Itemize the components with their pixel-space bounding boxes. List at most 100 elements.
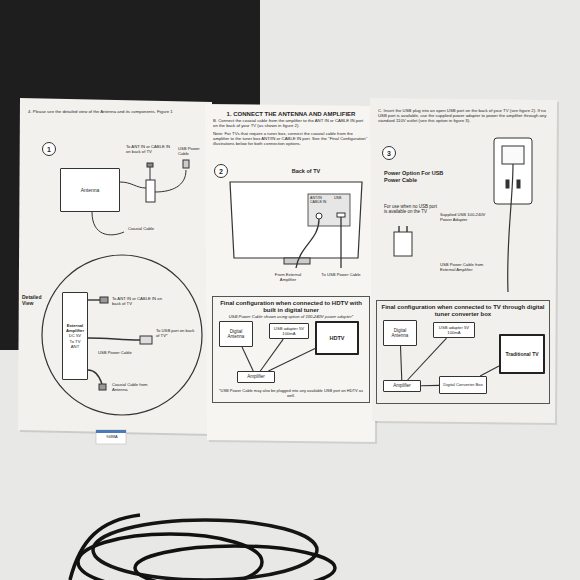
callout-label: USB Power Cable from External Amplifier [440,262,496,272]
sticker-strip [96,430,126,433]
f-connector [147,163,153,167]
cable [70,515,140,580]
coaxial-cable [88,299,100,300]
callout-label: 9488A [99,435,125,440]
node-text: DC 5V [69,333,81,338]
coaxial-cable [150,167,151,180]
usb-cable [340,217,341,268]
callout-label: USB Power Cable [178,146,208,156]
outlet-socket [506,180,509,188]
node-text: To TV [70,339,81,344]
callout-label: Supplied USB 100-240V Power Adapter [440,212,488,222]
usb-cable [155,170,186,192]
manual-page [18,98,212,434]
cable-connector [260,339,283,371]
amplifier-box: Amplifier [383,380,421,392]
amplifier-box: External AmplifierDC 5VTo TVANT [62,292,88,380]
callout-label: Coaxial Cable from Antenna [112,382,158,392]
node-text: Traditional TV [505,351,538,357]
tv-box: Traditional TV [499,334,545,374]
tv-box: HDTV [315,321,359,355]
node-text: Note: For TVs that require a tuner box, … [213,131,369,146]
node-text: *USB Power Cable may also be plugged int… [216,389,366,399]
adapter-prongs [399,226,407,232]
coaxial-cable [120,182,146,188]
cable-connector [400,346,401,380]
usb-port [337,213,345,217]
outlet-socket [517,180,520,188]
detail-circle [42,255,202,415]
amplifier-box: Amplifier [237,371,275,383]
callout-label: USB [334,196,348,200]
configuration-panel: Final configuration when connected to TV… [376,300,550,404]
coaxial-cable [92,212,124,235]
sticker [96,430,126,444]
configuration-panel: Final configuration when connected to HD… [212,296,370,403]
step-number-text: 1 [47,146,51,153]
callout-label: ANT/IN CABLE IN [310,196,330,205]
amplifier-drawing [146,180,155,202]
node-text: HDTV [330,335,345,342]
converter-box: Digital Converter Box [439,376,487,394]
callout-label: USB Power Cable [98,350,132,355]
callout-label: From External Amplifier [268,272,308,282]
step-number-text: 3 [387,150,391,157]
manual-page [205,104,377,442]
node-text: Amplifier [393,383,411,388]
node-text: Digital Antenna [386,328,414,339]
cable-connector [421,385,439,386]
node-text: USB adapter 5V 100mA [272,326,306,336]
power-adapter [394,232,412,256]
callout-label: To ANT IN or CABLE IN on back of TV [126,144,174,154]
node-text: USB adapter 5V 100mA [436,325,472,335]
node-text: Antenna [81,187,100,193]
power-adapter [502,146,524,164]
cable-connector [268,349,315,371]
antenna-box: Digital Antenna [383,320,417,346]
node-text: USB Power Cable shown using option of 10… [216,314,366,319]
callout-label: Back of TV [284,168,328,175]
node-text: 4. Please see the detailed view of the A… [28,109,204,114]
cable-coil [135,546,335,580]
usb-cable [88,338,140,340]
coax-port [316,213,322,219]
usb-cable [508,164,513,292]
callout-label: Detailed View [22,294,46,306]
node-text: B. Connect the coaxial cable from the am… [213,118,369,128]
f-connector [100,297,108,303]
step-number: 2 [214,164,228,178]
usb-plug [140,336,152,344]
node-text: Digital Antenna [222,329,250,340]
cable-connector [242,347,253,371]
cable-connector [480,366,499,376]
callout-label: To ANT IN or CABLE IN on back of TV [112,296,162,306]
port-panel [308,194,350,226]
coaxial-cable [296,219,319,268]
step-number: 3 [382,146,396,160]
manual-page [370,98,557,423]
f-connector [99,384,106,390]
usb-plug [183,160,189,168]
tv-back-drawing [230,182,362,258]
callout-label: Power Option For USB Power Cable [384,170,446,183]
node-text: ANT [71,344,79,349]
manual-panel: C. Insert the USB plug into an open USB … [372,102,554,420]
node-text: External Amplifier [65,323,85,333]
coaxial-cable [88,370,102,384]
cable-coil [78,534,262,580]
node-text: Final configuration when connected to HD… [216,300,366,314]
callout-label: To USB port on back of TV* [156,328,196,338]
callout-label: For use when no USB port is available on… [384,204,440,215]
callout-label: Coaxial Cable [128,226,168,231]
callout-label: To USB Power Cable [320,272,362,277]
node-text: 1. CONNECT THE ANTENNA AND AMPLIFIER [213,111,369,118]
antenna-box: Digital Antenna [219,321,253,347]
antenna-box: Antenna [60,168,120,212]
node-text: C. Insert the USB plug into an open USB … [378,108,548,123]
node-text: Digital Converter Box [443,382,483,387]
step-number-text: 2 [219,168,223,175]
